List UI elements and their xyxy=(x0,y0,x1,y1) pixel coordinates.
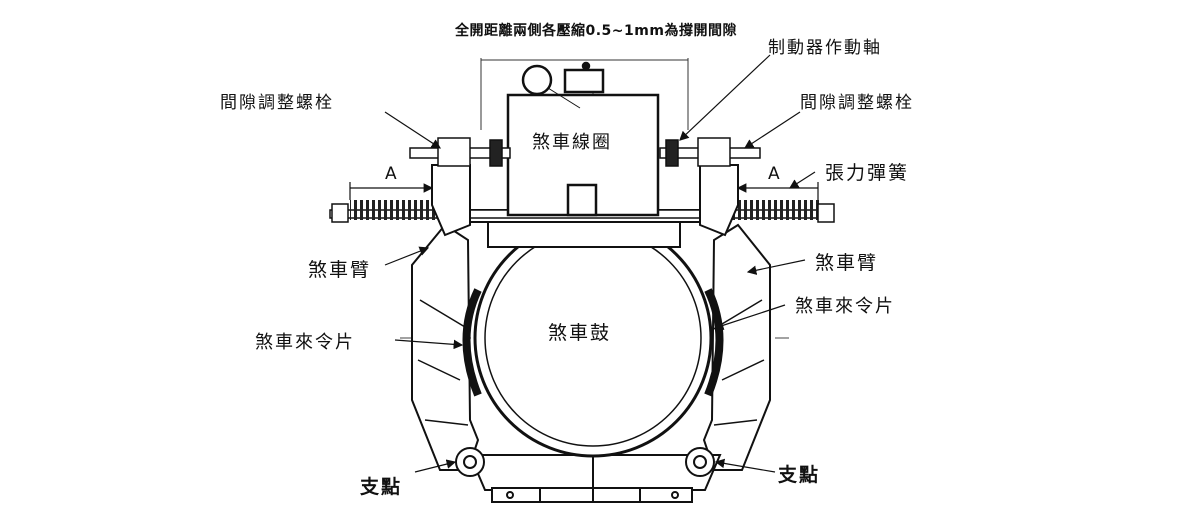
pivot-right-label: 支點 xyxy=(778,464,821,486)
gap-adjust-bolt-right-shape xyxy=(659,137,761,167)
tension-spring-label: 張力彈簧 xyxy=(825,162,910,184)
brake-actuator-shaft-label: 制動器作動軸 xyxy=(768,38,882,58)
brake-drum-label: 煞車鼓 xyxy=(548,322,612,344)
dimension-a-left-label: A xyxy=(385,164,399,184)
leader-lines xyxy=(384,54,816,473)
brake-lining-left-label: 煞車來令片 xyxy=(255,332,355,353)
pivot-right-shape xyxy=(685,447,715,477)
brake-coil-box xyxy=(506,61,660,217)
dimension-a-right-label: A xyxy=(768,164,782,184)
gap-adjust-bolt-left-label: 間隙調整螺栓 xyxy=(220,93,334,113)
brake-lining-right-label: 煞車來令片 xyxy=(795,296,895,317)
title-note: 全開距離兩側各壓縮0.5~1mm為撐開間隙 xyxy=(455,23,737,39)
gap-adjust-bolt-left-shape xyxy=(409,137,511,167)
brake-lining-right-shape xyxy=(704,288,724,397)
spring-holders xyxy=(431,164,739,237)
pivot-left-shape xyxy=(455,447,485,477)
brake-lining-left-shape xyxy=(462,288,482,397)
brake-arm-left-label: 煞車臂 xyxy=(308,259,372,281)
top-dimension xyxy=(480,58,689,130)
brake-arm-right xyxy=(702,223,771,471)
base xyxy=(468,454,722,503)
pivot-left-label: 支點 xyxy=(360,476,403,498)
brake-arm-right-label: 煞車臂 xyxy=(815,252,879,274)
brake-coil-label: 煞車線圈 xyxy=(532,132,612,153)
gap-adjust-bolt-right-label: 間隙調整螺栓 xyxy=(800,93,914,113)
dimension-a-lines xyxy=(349,182,819,200)
